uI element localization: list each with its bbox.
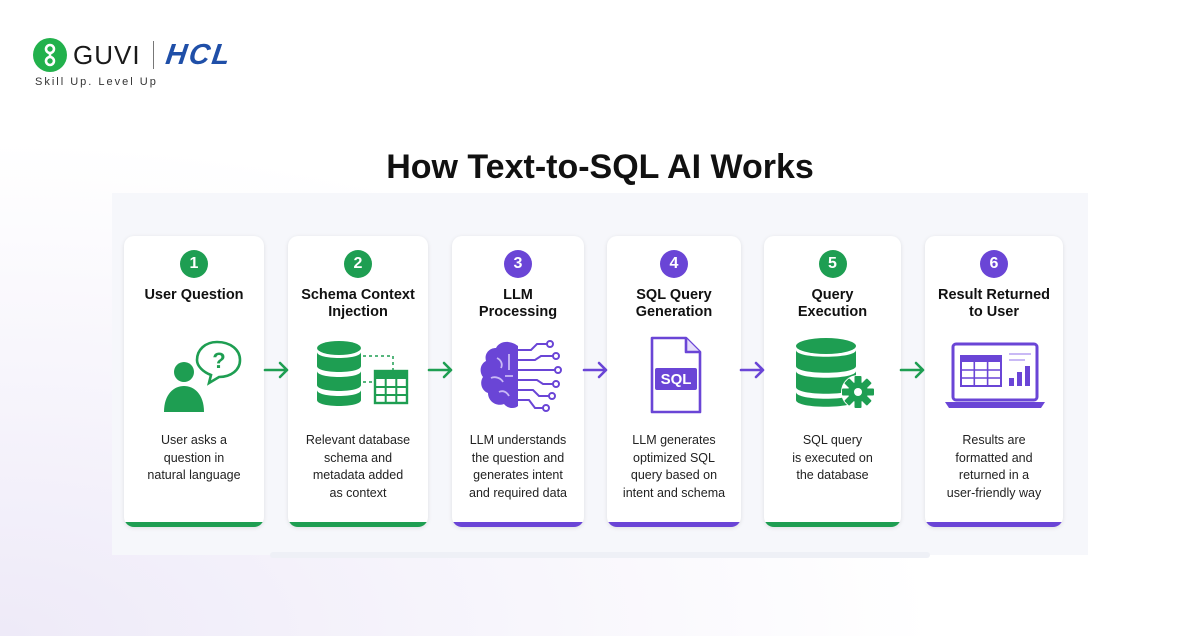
- step-number-badge: 6: [980, 250, 1008, 278]
- step-number-badge: 5: [818, 250, 847, 278]
- step-card-6: 6 Result Returned to User Results are fo…: [925, 236, 1063, 527]
- step-card-1: 1 User Question ? User asks a question i…: [124, 236, 264, 527]
- arrow-right-icon: [899, 361, 925, 379]
- step-title: Result Returned to User: [938, 287, 1050, 320]
- step-card-5: 5 Query Execution SQL query is executed …: [764, 236, 901, 527]
- laptop-chart-icon: [945, 342, 1045, 408]
- logo-divider: [152, 41, 154, 69]
- step-accent-bar: [452, 522, 584, 527]
- step-description: LLM understands the question and generat…: [469, 433, 567, 500]
- database-table-icon: [317, 341, 409, 406]
- guvi-wordmark: GUVI: [73, 39, 141, 70]
- arrow-right-icon: [263, 361, 289, 379]
- step-description: Results are formatted and returned in a …: [946, 433, 1042, 500]
- step-title: SQL Query Generation: [635, 287, 713, 320]
- step-number-badge: 2: [344, 250, 372, 278]
- step-title: Query Execution: [797, 287, 868, 320]
- sql-file-icon: SQL: [650, 336, 702, 414]
- step-accent-bar: [124, 522, 264, 527]
- step-description: Relevant database schema and metadata ad…: [305, 433, 411, 500]
- step-description: User asks a question in natural language: [147, 433, 241, 482]
- hcl-wordmark: HCL: [163, 38, 234, 71]
- arrow-right-icon: [739, 361, 765, 379]
- sql-label: SQL: [661, 371, 692, 388]
- step-description: SQL query is executed on the database: [792, 433, 873, 482]
- brand-tagline: Skill Up. Level Up: [35, 76, 158, 88]
- step-description: LLM generates optimized SQL query based …: [622, 433, 726, 500]
- step-title: User Question: [144, 287, 244, 303]
- user-question-icon: ?: [164, 340, 242, 412]
- database-gear-icon: [795, 338, 875, 409]
- step-accent-bar: [288, 522, 428, 527]
- step-accent-bar: [607, 522, 741, 527]
- step-card-4: 4 SQL Query Generation SQL LLM generates…: [607, 236, 741, 527]
- panel-bottom-edge: [270, 552, 930, 558]
- step-title: Schema Context Injection: [301, 287, 415, 320]
- page-title: How Text-to-SQL AI Works: [386, 148, 814, 186]
- svg-text:?: ?: [212, 348, 225, 373]
- arrow-right-icon: [582, 361, 608, 379]
- step-accent-bar: [925, 522, 1063, 527]
- step-accent-bar: [764, 522, 901, 527]
- step-number-badge: 3: [504, 250, 532, 278]
- brain-circuit-icon: [480, 340, 562, 412]
- step-card-3: 3 LLM Processing LLM understands the que…: [452, 236, 584, 527]
- arrow-right-icon: [427, 361, 453, 379]
- step-number-badge: 1: [180, 250, 208, 278]
- step-title: LLM Processing: [478, 287, 558, 320]
- step-number-badge: 4: [660, 250, 688, 278]
- guvi-logo-icon: [33, 38, 67, 72]
- brand-logo: GUVI HCL Skill Up. Level Up: [33, 38, 234, 88]
- step-card-2: 2 Schema Context Injection Relevant data…: [288, 236, 428, 527]
